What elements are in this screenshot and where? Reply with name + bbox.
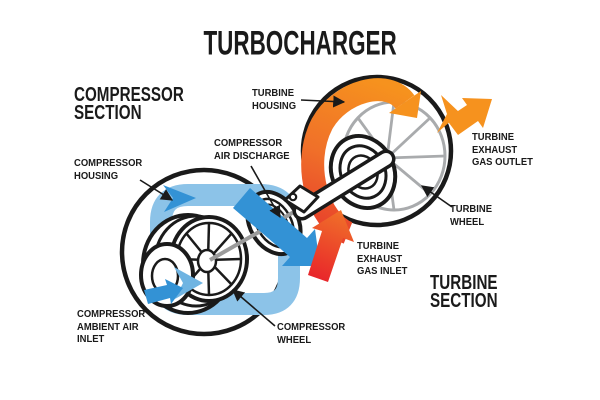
ambient-air-inlet-arrow: [144, 279, 183, 304]
center-assembly: [209, 149, 396, 282]
label-compressor-section: COMPRESSOR SECTION: [74, 84, 184, 124]
air-discharge-arrow: [233, 188, 320, 266]
label-compressor-housing: COMPRESSOR HOUSING: [74, 157, 143, 182]
label-turbine-section: TURBINE SECTION: [430, 272, 498, 312]
title-wrap: TURBOCHARGER: [0, 23, 600, 62]
label-compressor-wheel: COMPRESSOR WHEEL: [277, 321, 346, 346]
leader-lines: [139, 95, 453, 327]
leader-compressor-housing: [139, 179, 174, 201]
turbine-flow-arrowhead: [389, 91, 421, 118]
diagram-title: TURBOCHARGER: [203, 23, 397, 62]
compressor-wheel-hub: [196, 248, 218, 274]
label-turbine-housing: TURBINE HOUSING: [252, 87, 297, 112]
leader-air-discharge: [250, 165, 281, 219]
exhaust-outlet: [437, 95, 492, 135]
leader-compressor-wheel: [232, 289, 276, 327]
bearing-bolt: [288, 192, 298, 202]
leader-turbine-wheel: [421, 185, 453, 208]
label-turbine-wheel: TURBINE WHEEL: [450, 203, 493, 228]
label-turbine-exhaust-gas-outlet: TURBINE EXHAUST GAS OUTLET: [472, 131, 533, 168]
ambient-air-inlet-chevron: [174, 267, 203, 299]
label-turbine-exhaust-gas-inlet: TURBINE EXHAUST GAS INLET: [357, 240, 408, 277]
label-compressor-air-discharge: COMPRESSOR AIR DISCHARGE: [214, 137, 290, 162]
exhaust-inlet-arrow: [308, 210, 354, 282]
exhaust-outlet-arrow: [446, 98, 492, 135]
bearing-bracket: [283, 184, 320, 214]
shaft-tube: [296, 153, 392, 217]
turbine-flow-spiral: [301, 78, 415, 244]
exhaust-outlet-chevron: [437, 95, 460, 133]
label-compressor-ambient-air-inlet: COMPRESSOR AMBIENT AIR INLET: [77, 308, 146, 345]
leader-turbine-housing: [300, 95, 346, 108]
